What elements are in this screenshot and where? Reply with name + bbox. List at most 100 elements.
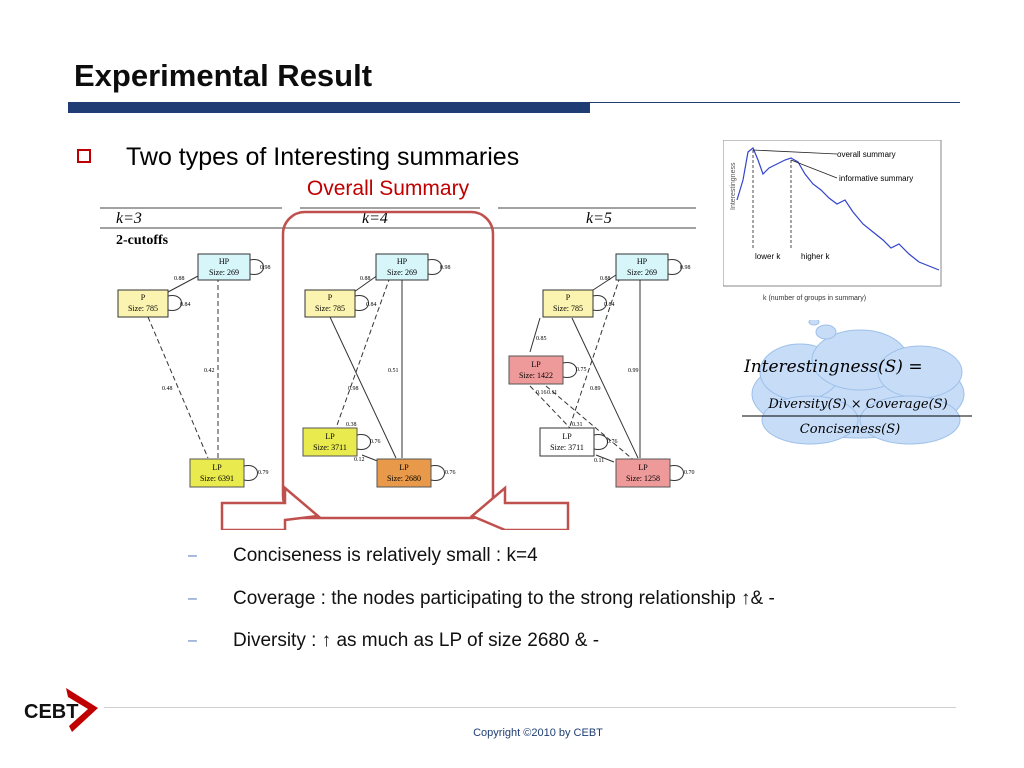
node-title: LP [399, 463, 409, 472]
self-loop [593, 434, 608, 450]
node-title: LP [562, 432, 572, 441]
graph-node: LP Size: 1258 0.70 [615, 458, 695, 488]
node-title: HP [637, 257, 648, 266]
pointer-overall [752, 149, 838, 155]
bullet-square-icon [77, 149, 91, 163]
node-title: LP [638, 463, 648, 472]
edge-label: 0.88 [360, 276, 371, 282]
sub-point: – Coverage : the nodes participating to t… [188, 588, 775, 610]
edge-label: 0.89 [590, 386, 601, 392]
edge-label: 0.99 [628, 368, 639, 374]
self-loop [667, 259, 682, 275]
self-loop [562, 362, 577, 378]
cebt-logo-icon: CEBT [24, 688, 98, 732]
self-loop [249, 259, 264, 275]
graph-node: LP Size: 2680 0.76 [376, 458, 456, 488]
edge-label: 0.88 [174, 276, 185, 282]
self-loop [427, 259, 442, 275]
cloud-bubble [815, 324, 837, 340]
edge-k3-p-lp [147, 316, 209, 459]
node-title: LP [325, 432, 335, 441]
cloud-bubble [808, 320, 820, 326]
node-size: Size: 1258 [626, 474, 660, 483]
edge-label: 0.85 [536, 336, 547, 342]
node-size: Size: 3711 [313, 443, 347, 452]
formula-cloud: Interestingness(S) = Diversity(S) × Cove… [742, 320, 972, 445]
node-size: Size: 3711 [550, 443, 584, 452]
graph-node: LP Size: 3711 0.76 [302, 427, 381, 457]
node-box [117, 289, 169, 318]
node-title: P [566, 293, 571, 302]
formula-lhs: Interestingness(S) = [743, 357, 923, 377]
self-loop [167, 295, 182, 311]
edge-k3-p-hp [167, 274, 201, 293]
node-size: Size: 269 [387, 268, 417, 277]
sub-point: –Diversity : ↑ as much as LP of size 268… [188, 630, 599, 652]
title-bar-light [590, 102, 960, 103]
self-loop-label: 0.84 [604, 302, 615, 308]
edge-label: 0.48 [162, 386, 173, 392]
graph-node: LP Size: 3711 0.76 [539, 427, 618, 457]
graph-node: LP Size: 1422 0.75 [508, 355, 587, 385]
edge-k5-p-lpc [571, 317, 639, 459]
pointer-informative [790, 159, 838, 179]
graph-node: LP Size: 6391 0.79 [189, 458, 269, 488]
node-box [615, 458, 671, 488]
edges-k4 [329, 274, 403, 463]
node-title: HP [397, 257, 408, 266]
sub-point-text: Conciseness is relatively small : k=4 [233, 545, 538, 566]
edge-k5-p-hp [589, 274, 617, 293]
edge-k4-p-lp2 [329, 316, 397, 459]
k-label-k3: k=3 [116, 210, 142, 227]
highlight-frame [281, 210, 495, 520]
node-size: Size: 1422 [519, 371, 553, 380]
node-size: Size: 785 [315, 304, 345, 313]
self-loop-label: 0.76 [445, 470, 456, 476]
sub-point-text: Coverage : the nodes participating to th… [233, 588, 775, 609]
graph-node: P Size: 785 0.84 [304, 289, 377, 318]
edge-label: 0.11 [547, 390, 557, 396]
self-loop-label: 0.70 [684, 470, 695, 476]
formula-denominator: Conciseness(S) [800, 422, 900, 437]
node-size: Size: 6391 [200, 474, 234, 483]
dash-marker: – [188, 589, 197, 607]
edge-k5-lpa-lpb [529, 385, 571, 429]
k-label-k4: k=4 [362, 210, 388, 227]
self-loop-label: 0.98 [440, 265, 451, 271]
self-loop [430, 465, 445, 481]
self-loop [592, 295, 607, 311]
edge-label: 0.31 [572, 422, 583, 428]
edge-k5-p-lpa [529, 317, 541, 353]
node-title: LP [531, 360, 541, 369]
graph-node: HP Size: 269 0.98 [615, 253, 691, 281]
legend-informative: informative summary [839, 174, 913, 183]
copyright-text: Copyright ©2010 by CEBT [473, 727, 603, 739]
chart-xlabel: k (number of groups in summary) [763, 295, 866, 302]
logo-mark [66, 688, 98, 732]
node-box [375, 253, 429, 281]
node-size: Size: 269 [209, 268, 239, 277]
dash-marker: – [188, 546, 197, 564]
self-loop-label: 0.98 [260, 265, 271, 271]
edge-label: 0.38 [346, 422, 357, 428]
higher-k-label: higher k [801, 252, 830, 261]
node-size: Size: 269 [627, 268, 657, 277]
edge-k5-lpa-lpc [545, 385, 637, 463]
graph-node: HP Size: 269 0.98 [197, 253, 271, 281]
interestingness-chart: Interestingness overall summary informat… [723, 140, 942, 302]
self-loop-label: 0.76 [370, 439, 381, 445]
node-box [542, 289, 594, 318]
formula-numerator: Diversity(S) × Coverage(S) [767, 397, 947, 412]
self-loop [356, 434, 371, 450]
self-loop [243, 465, 258, 481]
node-title: LP [212, 463, 222, 472]
edge-label: 0.16 [536, 390, 547, 396]
edge-k5-lpb-lpc [595, 454, 615, 463]
self-loop-label: 0.84 [180, 302, 191, 308]
sub-point-text: Diversity : ↑ as much as LP of size 2680… [233, 630, 600, 651]
node-box [615, 253, 669, 281]
node-title: P [328, 293, 333, 302]
node-title: HP [219, 257, 230, 266]
edges-k3 [147, 274, 219, 459]
node-box [197, 253, 251, 281]
